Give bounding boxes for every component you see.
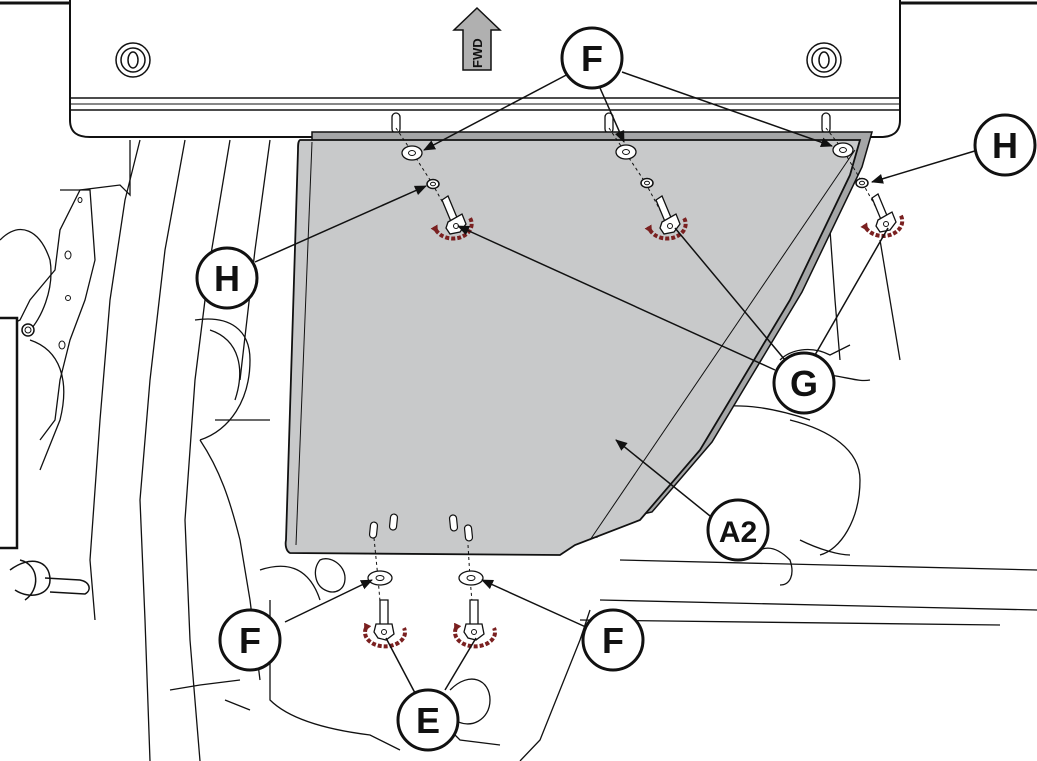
rotation-arrow-icon [363, 622, 407, 649]
callout-e: E [396, 688, 460, 752]
callout-h-right: H [973, 113, 1037, 177]
rotation-arrow-icon [644, 216, 688, 241]
svg-text:A2: A2 [719, 516, 757, 549]
flat-washer-icon [367, 570, 393, 586]
lock-washer-icon [426, 178, 440, 190]
svg-text:F: F [239, 620, 261, 661]
fwd-label: FWD [470, 38, 485, 68]
callout-h-left: H [195, 246, 259, 310]
callout-f-top: F [560, 26, 624, 90]
rotation-arrow-icon [430, 216, 474, 241]
callout-g: G [772, 351, 836, 415]
lock-washer-icon [640, 177, 654, 189]
left-bracket [0, 197, 90, 601]
svg-text:E: E [416, 700, 440, 741]
flat-washer-icon [458, 570, 484, 586]
rotation-arrow-icon [860, 212, 905, 238]
slot-icon [391, 112, 401, 134]
leader-lines [254, 71, 979, 694]
callout-f-bottom-left: F [218, 608, 282, 672]
mount-left-icon [115, 42, 151, 78]
slot-icon [821, 112, 831, 134]
flat-washer-icon [615, 144, 637, 160]
svg-text:G: G [790, 363, 818, 404]
vehicle-frame-outline [0, 139, 1037, 761]
bolt-icon [463, 599, 485, 641]
mount-right-icon [806, 42, 842, 78]
svg-text:F: F [581, 38, 603, 79]
bolt-icon [373, 599, 395, 641]
svg-text:F: F [602, 620, 624, 661]
fwd-arrow-icon: FWD [452, 6, 502, 71]
svg-text:H: H [214, 258, 240, 299]
skid-plate-a2 [284, 131, 873, 556]
rotation-arrow-icon [453, 622, 497, 649]
lock-washer-icon [855, 177, 869, 189]
bolt-icon [871, 193, 897, 233]
callout-a2: A2 [706, 498, 770, 562]
bottom-fasteners [363, 537, 497, 649]
flat-washer-icon [832, 142, 854, 158]
svg-text:H: H [992, 125, 1018, 166]
flat-washer-icon [401, 145, 423, 161]
callout-f-bottom-right: F [581, 608, 645, 672]
